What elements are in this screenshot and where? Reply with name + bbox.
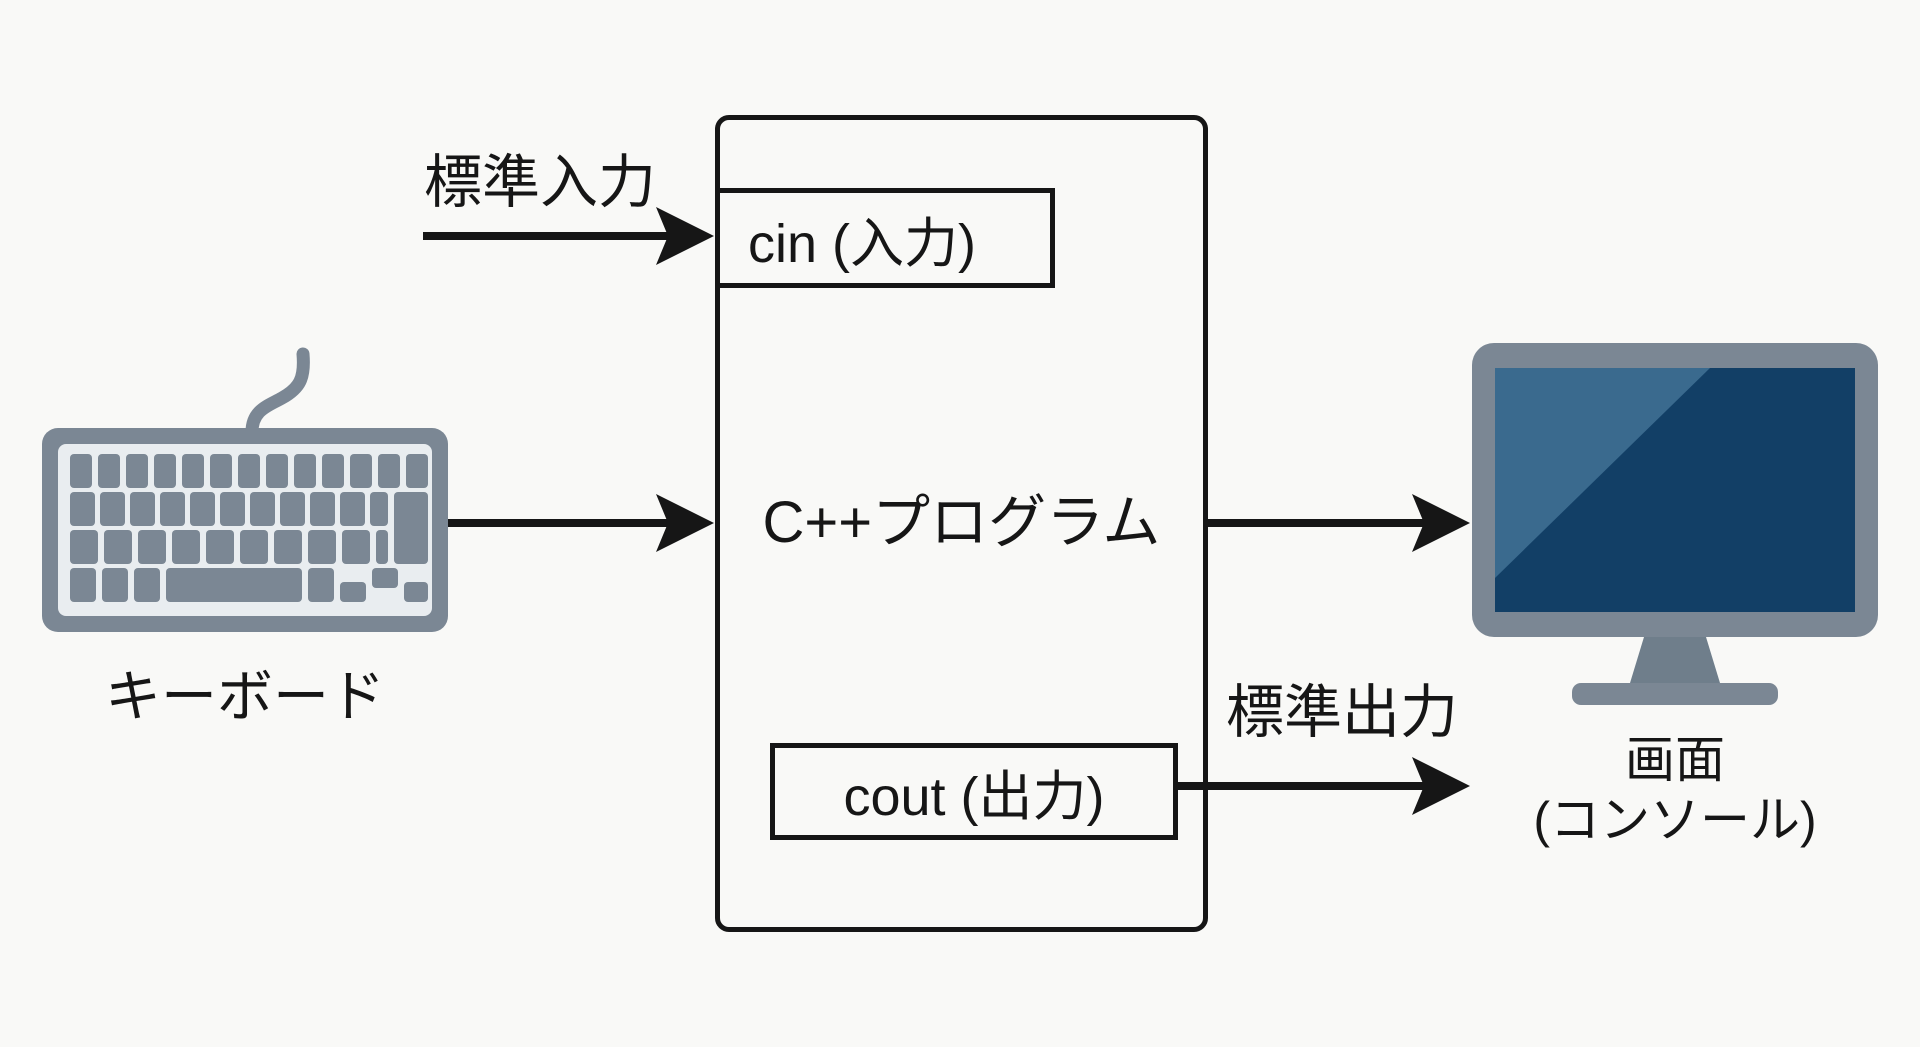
program-to-monitor-arrow	[1208, 494, 1470, 552]
cout-label: cout (出力)	[843, 767, 1105, 827]
standard-output-label: 標準出力	[1225, 680, 1458, 745]
standard-output-arrow	[1178, 757, 1470, 815]
keyboard-cable	[245, 347, 310, 439]
standard-input-label: 標準入力	[423, 150, 656, 215]
spacebar-key	[166, 568, 302, 602]
keyboard-keys	[70, 454, 428, 602]
monitor-stand-neck	[1630, 637, 1720, 683]
monitor-screen-reflection	[1495, 368, 1710, 578]
monitor-icon	[1472, 343, 1878, 705]
keyboard-to-program-arrow	[448, 494, 714, 552]
monitor-stand-base	[1572, 683, 1778, 705]
monitor-label-line2: (コンソール)	[1533, 792, 1817, 848]
keyboard-icon	[42, 347, 448, 632]
standard-input-arrow	[423, 207, 714, 265]
keyboard-label: キーボード	[105, 665, 385, 728]
monitor-label: 画面 (コンソール)	[1452, 730, 1898, 850]
cin-box: cin (入力)	[715, 188, 1055, 288]
cin-label: cin (入力)	[748, 213, 976, 274]
enter-key	[394, 492, 428, 564]
monitor-label-line1: 画面	[1625, 732, 1725, 788]
cout-box: cout (出力)	[770, 743, 1178, 840]
cpp-program-label: C++プログラム	[762, 490, 1161, 555]
cpp-program-box	[715, 115, 1208, 932]
